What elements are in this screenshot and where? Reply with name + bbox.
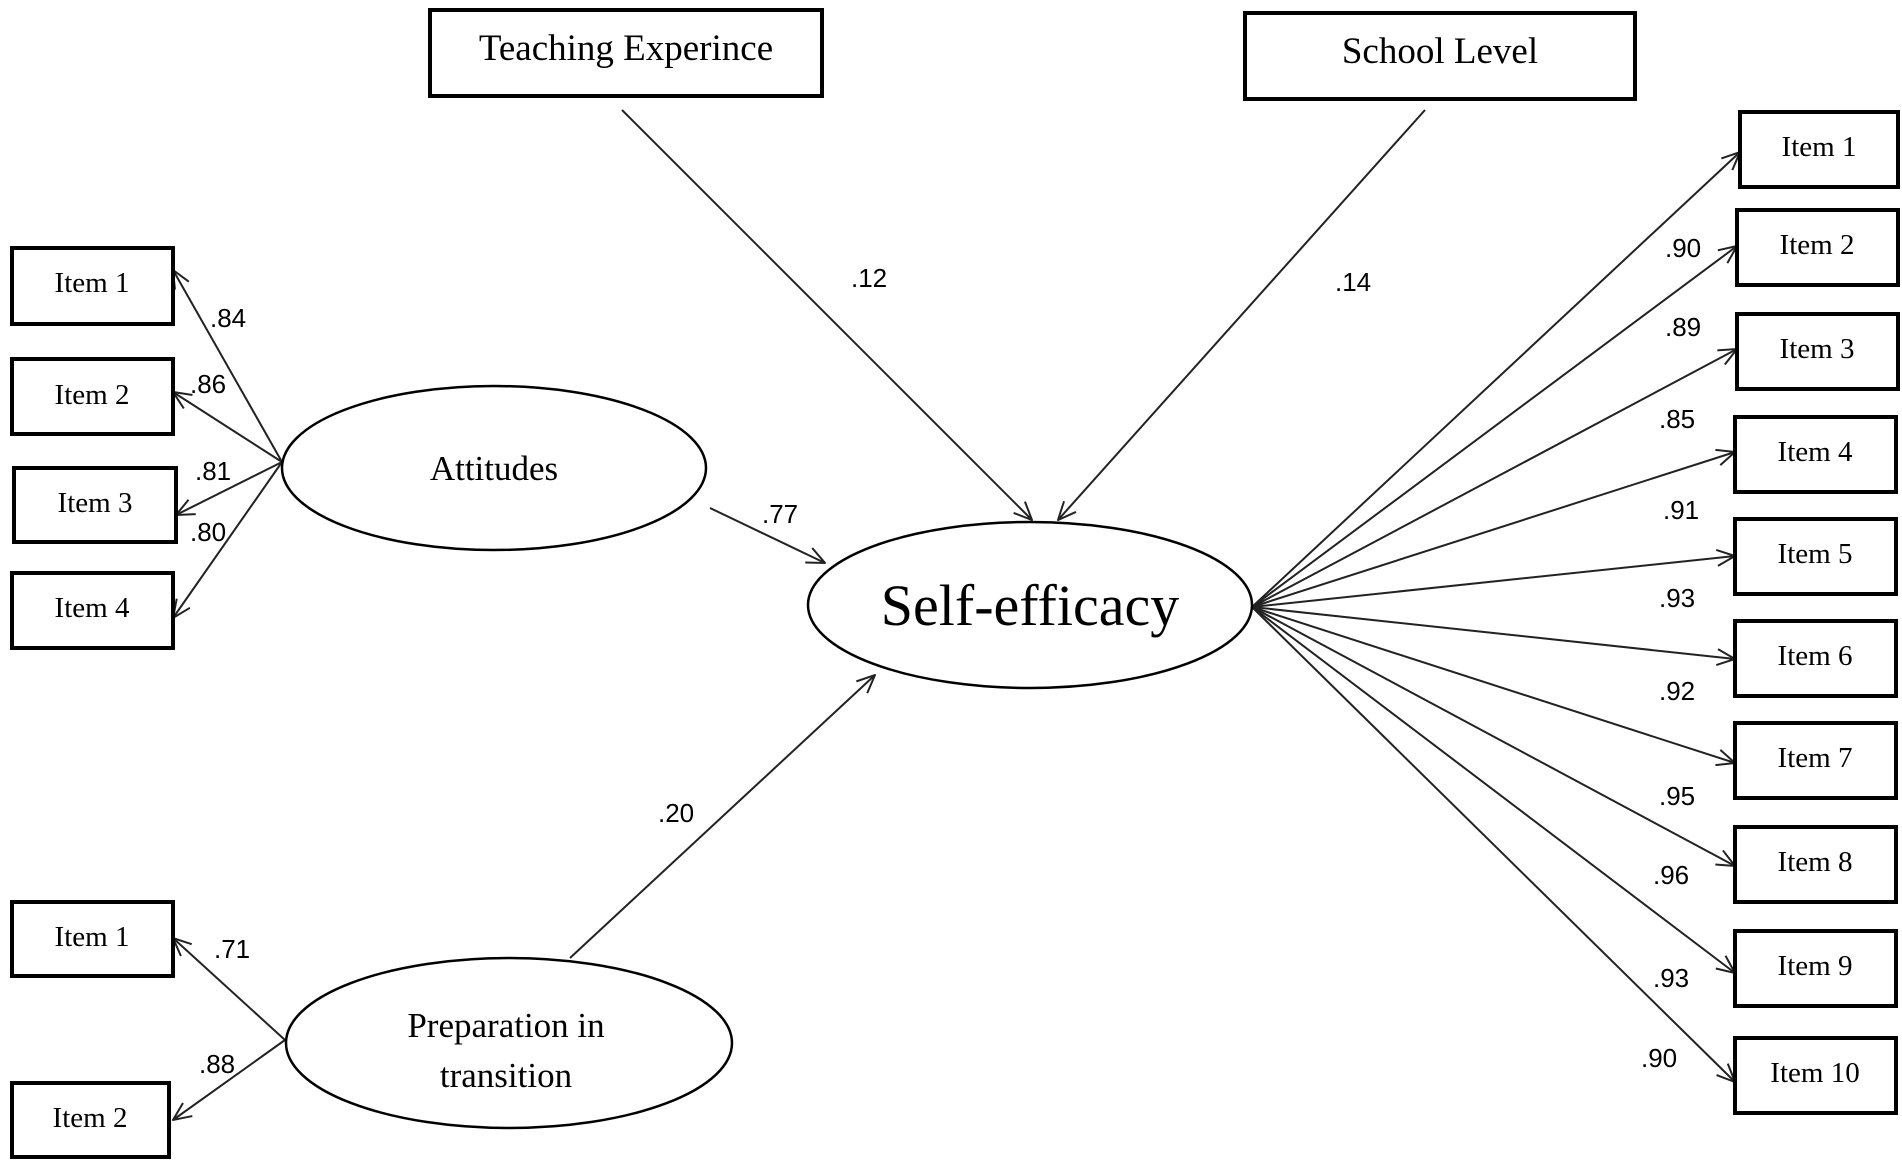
preparation-item1-arrow bbox=[173, 938, 286, 1041]
preparation-label-line1: Preparation in bbox=[407, 1006, 604, 1045]
attitudes-item1-label: Item 1 bbox=[55, 267, 130, 299]
preparation-label-line2: transition bbox=[440, 1056, 572, 1095]
self-efficacy-items: Item 1 Item 2 Item 3 Item 4 Item 5 Item … bbox=[1733, 110, 1900, 1115]
self-efficacy-ellipse: Self-efficacy bbox=[806, 520, 1254, 690]
self-efficacy-item2-label: Item 2 bbox=[1780, 229, 1855, 261]
attitudes-item4-loading: .80 bbox=[190, 517, 226, 547]
self-efficacy-label: Self-efficacy bbox=[881, 573, 1179, 638]
self-efficacy-item4-loading: .91 bbox=[1663, 495, 1699, 525]
school-level-label: School Level bbox=[1342, 31, 1538, 72]
preparation-ellipse: Preparation in transition bbox=[284, 956, 734, 1130]
attitudes-loadings: .84 .86 .81 .80 bbox=[190, 303, 246, 547]
self-efficacy-item2-loading: .89 bbox=[1665, 312, 1701, 342]
self-efficacy-item5-arrow bbox=[1251, 556, 1735, 608]
self-efficacy-item7-loading: .95 bbox=[1659, 781, 1695, 811]
arrows bbox=[173, 109, 1740, 1120]
path-preparation-arrow bbox=[569, 675, 875, 959]
self-efficacy-item7-arrow bbox=[1251, 606, 1735, 763]
attitudes-item3-loading: .81 bbox=[195, 456, 231, 486]
self-efficacy-item8-loading: .96 bbox=[1653, 860, 1689, 890]
path-teaching-experience-coef: .12 bbox=[851, 263, 887, 293]
self-efficacy-item3-loading: .85 bbox=[1659, 404, 1695, 434]
self-efficacy-item10-arrow bbox=[1251, 606, 1735, 1082]
preparation-item2-loading: .88 bbox=[199, 1049, 235, 1079]
self-efficacy-item7-label: Item 7 bbox=[1778, 742, 1853, 774]
attitudes-item2-arrow bbox=[173, 392, 283, 463]
path-preparation-coef: .20 bbox=[658, 798, 694, 828]
self-efficacy-item3-label: Item 3 bbox=[1780, 333, 1855, 365]
preparation-item2-label: Item 2 bbox=[53, 1102, 128, 1134]
preparation-item1-loading: .71 bbox=[214, 934, 250, 964]
self-efficacy-item4-label: Item 4 bbox=[1778, 436, 1853, 468]
self-efficacy-item10-label: Item 10 bbox=[1770, 1057, 1859, 1089]
self-efficacy-item5-loading: .93 bbox=[1659, 583, 1695, 613]
self-efficacy-item2-arrow bbox=[1251, 246, 1737, 608]
self-efficacy-item6-label: Item 6 bbox=[1778, 640, 1853, 672]
self-efficacy-item6-loading: .92 bbox=[1659, 676, 1695, 706]
teaching-experience-label: Teaching Experince bbox=[479, 28, 773, 69]
self-efficacy-loadings: .90 .89 .85 .91 .93 .92 .95 .96 .93 .90 bbox=[1641, 233, 1701, 1073]
preparation-loadings: .71 .88 bbox=[199, 934, 250, 1079]
attitudes-item2-label: Item 2 bbox=[55, 379, 130, 411]
attitudes-item1-arrow bbox=[173, 270, 283, 463]
path-coefficients: .12 .14 .77 .20 bbox=[658, 263, 1371, 828]
attitudes-label: Attitudes bbox=[430, 449, 558, 488]
self-efficacy-item5-label: Item 5 bbox=[1778, 538, 1853, 570]
self-efficacy-item9-arrow bbox=[1251, 606, 1735, 973]
self-efficacy-item8-label: Item 8 bbox=[1778, 846, 1853, 878]
attitudes-item3-arrow bbox=[176, 461, 283, 515]
path-teaching-experience-arrow bbox=[621, 109, 1032, 520]
path-school-level-coef: .14 bbox=[1335, 267, 1371, 297]
path-school-level-arrow bbox=[1058, 109, 1426, 520]
preparation-item1-label: Item 1 bbox=[55, 921, 130, 953]
self-efficacy-item3-arrow bbox=[1251, 349, 1737, 608]
self-efficacy-item9-label: Item 9 bbox=[1778, 950, 1853, 982]
attitudes-item4-label: Item 4 bbox=[55, 592, 130, 624]
attitudes-items: Item 1 Item 2 Item 3 Item 4 bbox=[10, 246, 178, 650]
self-efficacy-item9-loading: .93 bbox=[1653, 963, 1689, 993]
attitudes-item4-arrow bbox=[173, 461, 283, 618]
attitudes-item1-loading: .84 bbox=[210, 303, 246, 333]
self-efficacy-item1-loading: .90 bbox=[1665, 233, 1701, 263]
self-efficacy-item4-arrow bbox=[1251, 452, 1735, 608]
preparation-items: Item 1 Item 2 bbox=[10, 900, 175, 1159]
path-attitudes-arrow bbox=[709, 507, 825, 563]
school-level-box: School Level bbox=[1243, 11, 1637, 101]
attitudes-ellipse: Attitudes bbox=[280, 384, 708, 552]
self-efficacy-item1-label: Item 1 bbox=[1782, 131, 1857, 163]
self-efficacy-item8-arrow bbox=[1251, 606, 1735, 866]
attitudes-item3-label: Item 3 bbox=[58, 487, 133, 519]
path-attitudes-coef: .77 bbox=[762, 499, 798, 529]
teaching-experience-box: Teaching Experince bbox=[428, 8, 824, 98]
preparation-item2-arrow bbox=[173, 1039, 286, 1120]
self-efficacy-item6-arrow bbox=[1251, 606, 1735, 659]
attitudes-item2-loading: .86 bbox=[190, 369, 226, 399]
self-efficacy-item10-loading: .90 bbox=[1641, 1043, 1677, 1073]
self-efficacy-item1-arrow bbox=[1251, 152, 1740, 608]
